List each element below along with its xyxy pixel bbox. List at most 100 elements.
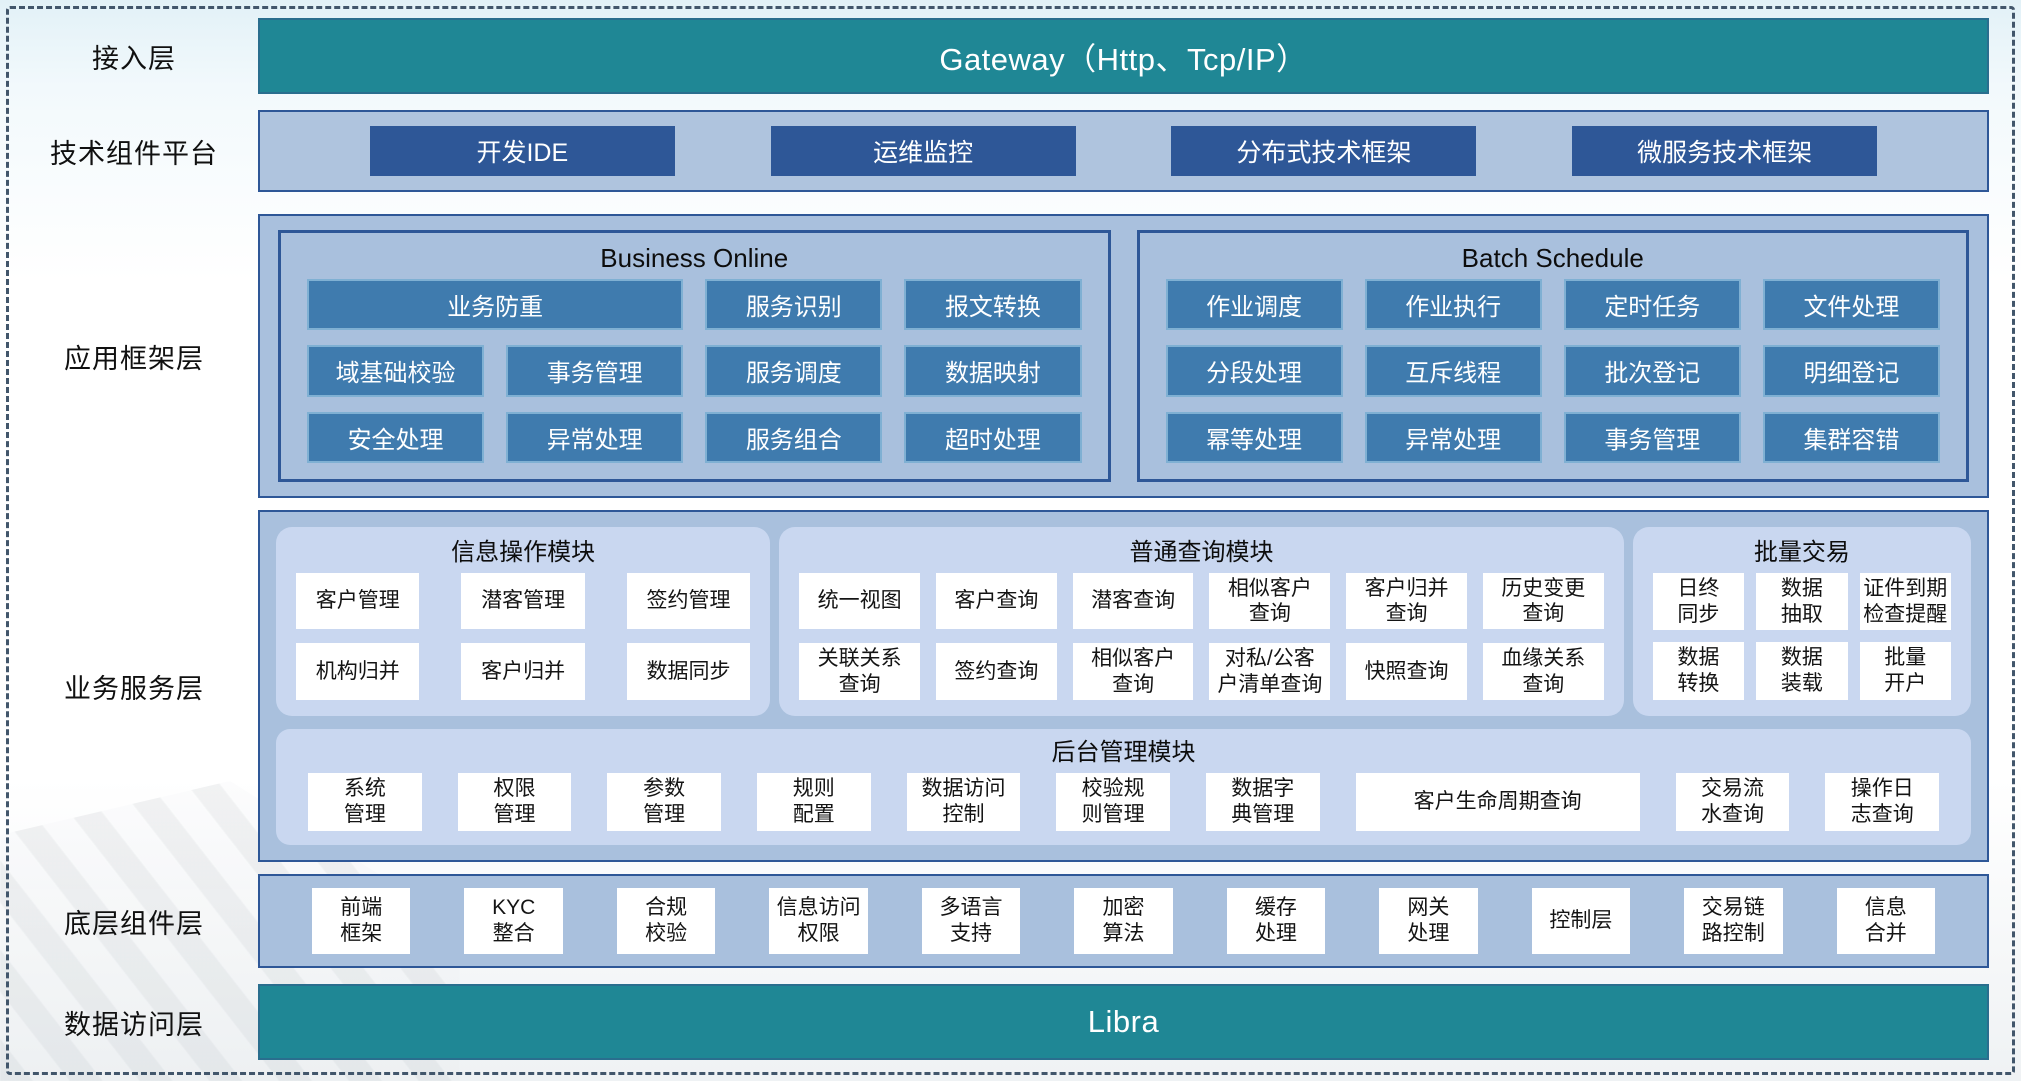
backend-admin-grid: 系统 管理权限 管理参数 管理规则 配置数据访问 控制校验规 则管理数据字 典管… bbox=[300, 772, 1947, 831]
batch-transaction-box: 日终 同步 bbox=[1652, 573, 1745, 631]
batch-schedule-grid: 作业调度作业执行定时任务文件处理分段处理互斥线程批次登记明细登记幂等处理异常处理… bbox=[1165, 279, 1940, 463]
business-online-grid: 业务防重服务识别报文转换域基础校验事务管理服务调度数据映射安全处理异常处理服务组… bbox=[307, 279, 1082, 463]
backend-admin-box: 权限 管理 bbox=[457, 772, 572, 831]
layer-label-business-service: 业务服务层 bbox=[64, 673, 204, 704]
business-online-box: 数据映射 bbox=[904, 345, 1082, 397]
batch-transaction-box: 证件到期 检查提醒 bbox=[1859, 573, 1951, 631]
common-query-box: 客户归并 查询 bbox=[1346, 573, 1467, 630]
tech-component-box: 运维监控 bbox=[770, 126, 1076, 176]
common-query-module: 普通查询模块 统一视图客户查询潜客查询相似客户 查询客户归并 查询历史变更 查询… bbox=[779, 527, 1624, 716]
tech-component-box: 开发IDE bbox=[369, 126, 675, 176]
backend-admin-box: 客户生命周期查询 bbox=[1355, 772, 1640, 831]
backend-admin-module: 后台管理模块 系统 管理权限 管理参数 管理规则 配置数据访问 控制校验规 则管… bbox=[276, 728, 1971, 845]
layer-label-bottom-component: 底层组件层 bbox=[64, 908, 204, 939]
backend-admin-box: 数据字 典管理 bbox=[1205, 772, 1320, 831]
bottom-component-box: 多语言 支持 bbox=[921, 888, 1021, 954]
bottom-component-box: 前端 框架 bbox=[312, 888, 411, 954]
common-query-box: 血缘关系 查询 bbox=[1482, 643, 1604, 700]
info-operation-box: 客户归并 bbox=[461, 643, 585, 700]
batch-transaction-box: 数据 装载 bbox=[1756, 642, 1848, 700]
common-query-box: 历史变更 查询 bbox=[1482, 573, 1604, 630]
batch-transaction-box: 数据 抽取 bbox=[1756, 573, 1848, 631]
layer-label-data-access: 数据访问层 bbox=[64, 1009, 204, 1040]
info-operation-box: 客户管理 bbox=[296, 573, 420, 630]
app-framework-band: Business Online 业务防重服务识别报文转换域基础校验事务管理服务调… bbox=[258, 214, 1989, 498]
common-query-box: 相似客户 查询 bbox=[1209, 573, 1331, 630]
info-operation-title: 信息操作模块 bbox=[451, 539, 596, 566]
common-query-box: 客户查询 bbox=[935, 573, 1057, 630]
batch-transaction-box: 数据 转换 bbox=[1652, 642, 1745, 700]
info-operation-box: 数据同步 bbox=[626, 643, 751, 700]
business-online-box: 安全处理 bbox=[307, 411, 485, 463]
business-online-panel: Business Online 业务防重服务识别报文转换域基础校验事务管理服务调… bbox=[278, 230, 1111, 482]
bottom-component-box: 加密 算法 bbox=[1074, 888, 1173, 954]
batch-schedule-box: 分段处理 bbox=[1165, 345, 1343, 397]
backend-admin-box: 规则 配置 bbox=[756, 772, 871, 831]
business-online-box: 超时处理 bbox=[904, 411, 1082, 463]
info-operation-module: 信息操作模块 客户管理潜客管理签约管理机构归并客户归并数据同步 bbox=[276, 527, 771, 716]
gateway-bar: Gateway（Http、Tcp/IP） bbox=[258, 18, 1989, 94]
common-query-box: 统一视图 bbox=[799, 573, 920, 630]
batch-schedule-panel: Batch Schedule 作业调度作业执行定时任务文件处理分段处理互斥线程批… bbox=[1136, 230, 1969, 482]
common-query-box: 潜客查询 bbox=[1072, 573, 1194, 630]
batch-transaction-grid: 日终 同步数据 抽取证件到期 检查提醒数据 转换数据 装载批量 开户 bbox=[1652, 573, 1951, 700]
layer-label-tech-platform: 技术组件平台 bbox=[50, 138, 218, 169]
bottom-component-box: 信息 合并 bbox=[1836, 888, 1935, 954]
common-query-box: 签约查询 bbox=[935, 643, 1057, 700]
info-operation-grid: 客户管理潜客管理签约管理机构归并客户归并数据同步 bbox=[296, 573, 751, 700]
libra-bar: Libra bbox=[258, 984, 1989, 1060]
backend-admin-box: 操作日 志查询 bbox=[1825, 772, 1940, 831]
business-online-box: 服务识别 bbox=[705, 279, 883, 331]
bottom-component-box: 合规 校验 bbox=[616, 888, 716, 954]
backend-admin-box: 校验规 则管理 bbox=[1056, 772, 1170, 831]
app-framework-row: 应用框架层 Business Online 业务防重服务识别报文转换域基础校验事… bbox=[10, 214, 2007, 498]
business-online-box: 事务管理 bbox=[506, 345, 684, 397]
batch-schedule-box: 作业执行 bbox=[1364, 279, 1542, 331]
data-access-row: 数据访问层 Libra bbox=[10, 984, 2007, 1060]
backend-admin-box: 系统 管理 bbox=[308, 772, 422, 831]
batch-transaction-box: 批量 开户 bbox=[1859, 642, 1951, 700]
backend-admin-box: 参数 管理 bbox=[607, 772, 721, 831]
batch-schedule-box: 幂等处理 bbox=[1165, 411, 1343, 463]
common-query-box: 相似客户 查询 bbox=[1072, 643, 1194, 700]
batch-schedule-box: 批次登记 bbox=[1563, 345, 1741, 397]
batch-schedule-box: 文件处理 bbox=[1762, 279, 1940, 331]
tech-component-box: 分布式技术框架 bbox=[1171, 126, 1477, 176]
business-service-top-row: 信息操作模块 客户管理潜客管理签约管理机构归并客户归并数据同步 普通查询模块 统… bbox=[276, 527, 1971, 716]
layer-label-app-framework: 应用框架层 bbox=[64, 343, 204, 374]
info-operation-box: 潜客管理 bbox=[461, 573, 585, 630]
info-operation-box: 机构归并 bbox=[296, 643, 420, 700]
common-query-box: 对私/公客 户清单查询 bbox=[1209, 643, 1331, 700]
bottom-component-box: KYC 整合 bbox=[464, 888, 563, 954]
info-operation-box: 签约管理 bbox=[626, 573, 751, 630]
business-service-band: 信息操作模块 客户管理潜客管理签约管理机构归并客户归并数据同步 普通查询模块 统… bbox=[258, 510, 1989, 862]
batch-schedule-box: 集群容错 bbox=[1762, 411, 1940, 463]
access-layer-row: 接入层 Gateway（Http、Tcp/IP） bbox=[10, 18, 2007, 94]
business-online-box: 域基础校验 bbox=[307, 345, 485, 397]
common-query-grid: 统一视图客户查询潜客查询相似客户 查询客户归并 查询历史变更 查询关联关系 查询… bbox=[799, 573, 1604, 700]
bottom-component-box: 缓存 处理 bbox=[1226, 888, 1326, 954]
layer-label-access: 接入层 bbox=[92, 43, 176, 74]
business-online-box: 服务调度 bbox=[705, 345, 883, 397]
common-query-box: 关联关系 查询 bbox=[799, 643, 920, 700]
common-query-title: 普通查询模块 bbox=[1129, 539, 1274, 566]
business-online-title: Business Online bbox=[600, 243, 789, 273]
backend-admin-box: 数据访问 控制 bbox=[906, 772, 1021, 831]
batch-schedule-box: 互斥线程 bbox=[1364, 345, 1542, 397]
common-query-box: 快照查询 bbox=[1346, 643, 1467, 700]
bottom-component-box: 交易链 路控制 bbox=[1684, 888, 1783, 954]
batch-schedule-title: Batch Schedule bbox=[1461, 243, 1644, 273]
business-online-box: 异常处理 bbox=[506, 411, 684, 463]
batch-transaction-module: 批量交易 日终 同步数据 抽取证件到期 检查提醒数据 转换数据 装载批量 开户 bbox=[1632, 527, 1971, 716]
bottom-component-box: 控制层 bbox=[1531, 888, 1631, 954]
batch-schedule-box: 作业调度 bbox=[1165, 279, 1343, 331]
batch-schedule-box: 定时任务 bbox=[1563, 279, 1741, 331]
batch-transaction-title: 批量交易 bbox=[1753, 539, 1850, 566]
backend-admin-title: 后台管理模块 bbox=[1051, 738, 1196, 766]
backend-admin-box: 交易流 水查询 bbox=[1675, 772, 1790, 831]
